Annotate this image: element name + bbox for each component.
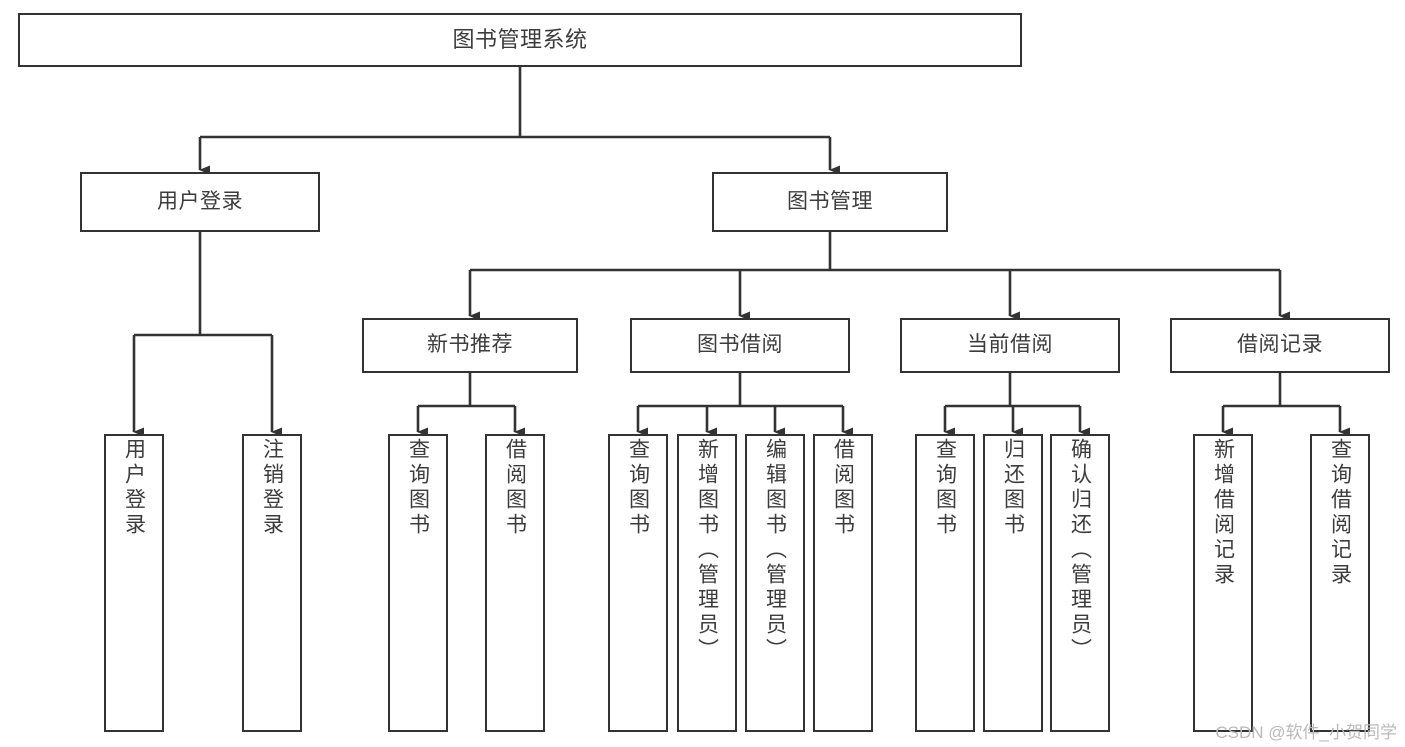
node-leaf-11-label: 新增借阅记录: [1211, 438, 1235, 588]
node-leaf-9-label: 归还图书: [1001, 438, 1025, 538]
node-root[interactable]: 图书管理系统: [18, 13, 1022, 67]
node-leaf-4-label: 查询图书: [626, 438, 650, 538]
node-leaf-6-label: 编辑图书（管理员）: [763, 438, 787, 663]
node-root-label: 图书管理系统: [452, 27, 588, 53]
node-level3-2[interactable]: 当前借阅: [900, 318, 1120, 373]
node-leaf-0-label: 用户登录: [122, 438, 146, 538]
node-leaf-10[interactable]: 确认归还（管理员）: [1050, 434, 1110, 732]
node-leaf-4[interactable]: 查询图书: [608, 434, 668, 732]
node-leaf-2-label: 查询图书: [406, 438, 430, 538]
node-leaf-5-label: 新增图书（管理员）: [695, 438, 719, 663]
node-leaf-8[interactable]: 查询图书: [915, 434, 975, 732]
node-leaf-0[interactable]: 用户登录: [104, 434, 164, 732]
node-level3-3[interactable]: 借阅记录: [1170, 318, 1390, 373]
node-leaf-10-label: 确认归还（管理员）: [1068, 438, 1092, 663]
node-level3-0-label: 新书推荐: [427, 333, 513, 357]
node-leaf-7-label: 借阅图书: [831, 438, 855, 538]
node-level2-0-label: 用户登录: [157, 189, 243, 213]
node-level3-2-label: 当前借阅: [967, 333, 1053, 357]
csdn-watermark: CSDN @软件_小贺同学: [1215, 723, 1397, 742]
node-leaf-9[interactable]: 归还图书: [983, 434, 1043, 732]
node-leaf-8-label: 查询图书: [933, 438, 957, 538]
node-leaf-6[interactable]: 编辑图书（管理员）: [745, 434, 805, 732]
node-leaf-3[interactable]: 借阅图书: [485, 434, 545, 732]
node-level3-0[interactable]: 新书推荐: [362, 318, 578, 373]
node-leaf-12[interactable]: 查询借阅记录: [1310, 434, 1370, 732]
node-leaf-5[interactable]: 新增图书（管理员）: [677, 434, 737, 732]
node-leaf-11[interactable]: 新增借阅记录: [1193, 434, 1253, 732]
node-level3-1-label: 图书借阅: [697, 333, 783, 357]
node-level3-3-label: 借阅记录: [1237, 333, 1323, 357]
node-level2-1-label: 图书管理: [787, 189, 873, 213]
node-level2-1[interactable]: 图书管理: [712, 172, 948, 232]
node-level2-0[interactable]: 用户登录: [80, 172, 320, 232]
node-leaf-1[interactable]: 注销登录: [242, 434, 302, 732]
node-leaf-7[interactable]: 借阅图书: [813, 434, 873, 732]
node-leaf-3-label: 借阅图书: [503, 438, 527, 538]
node-leaf-2[interactable]: 查询图书: [388, 434, 448, 732]
node-leaf-12-label: 查询借阅记录: [1328, 438, 1352, 588]
node-leaf-1-label: 注销登录: [260, 438, 284, 538]
node-level3-1[interactable]: 图书借阅: [630, 318, 850, 373]
